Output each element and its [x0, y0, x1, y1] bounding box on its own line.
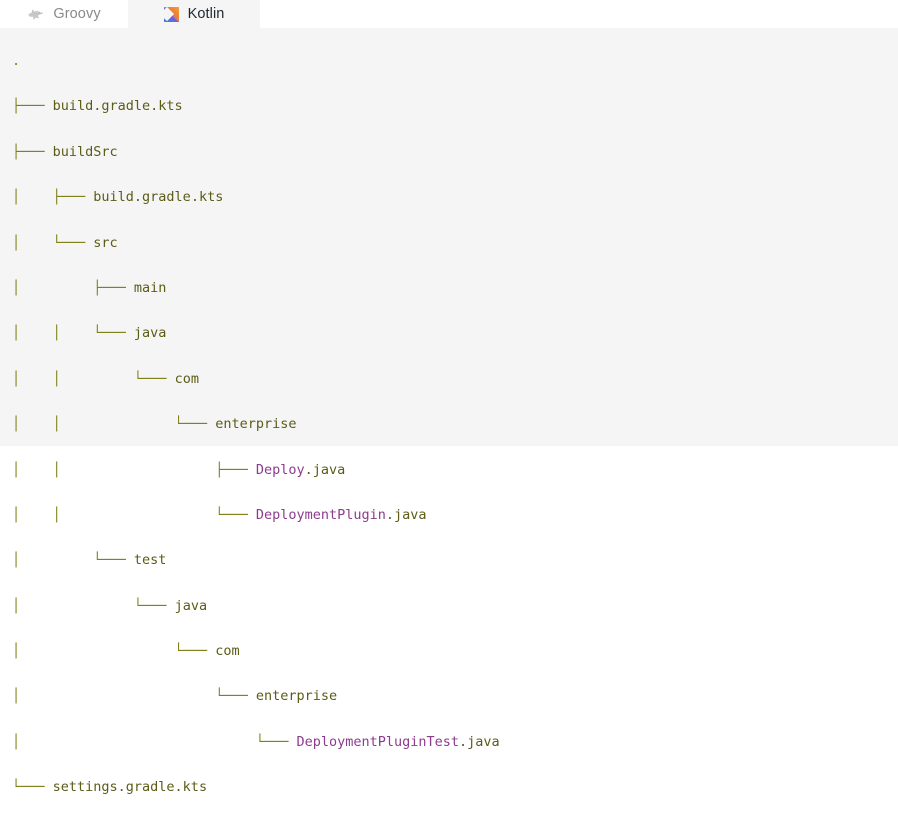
tree-branch-glyph: │ │ ├───	[12, 461, 256, 478]
tree-row[interactable]: │ └─── com	[12, 640, 898, 663]
tree-row[interactable]: │ │ ├─── Deploy.java	[12, 459, 898, 482]
tree-file-extension: .java	[459, 733, 500, 750]
project-tree: . ├─── build.gradle.kts ├─── buildSrc │ …	[12, 50, 898, 822]
tree-row[interactable]: │ │ └─── java	[12, 322, 898, 345]
tree-file-name: build.gradle.kts	[52, 98, 183, 115]
tree-branch-glyph: │ ├───	[12, 279, 134, 296]
tree-file-extension: .java	[385, 506, 427, 523]
kotlin-icon	[163, 6, 179, 22]
tree-branch-glyph: │ └───	[12, 597, 175, 614]
tree-source-file-name: Deploy	[255, 461, 305, 478]
tree-directory-name: main	[133, 279, 167, 296]
tree-row[interactable]: │ ├─── build.gradle.kts	[12, 186, 898, 209]
tree-directory-name: com	[215, 643, 240, 660]
tree-root-dot: .	[12, 53, 21, 69]
tree-root[interactable]: .	[12, 50, 898, 73]
tree-directory-name: com	[174, 370, 199, 387]
tab-groovy-label: Groovy	[53, 5, 101, 22]
tree-branch-glyph: ├───	[12, 143, 53, 160]
tab-bar: Groovy Kotlin	[0, 0, 898, 28]
tree-branch-glyph: │ └───	[12, 733, 297, 750]
tree-row[interactable]: │ └─── java	[12, 595, 898, 618]
tree-directory-name: src	[93, 234, 118, 251]
tree-directory-name: test	[133, 552, 167, 569]
tree-row[interactable]: │ └─── src	[12, 232, 898, 255]
tab-kotlin[interactable]: Kotlin	[128, 0, 260, 28]
tree-row[interactable]: ├─── build.gradle.kts	[12, 95, 898, 118]
tree-row[interactable]: └─── settings.gradle.kts	[12, 776, 898, 799]
tree-branch-glyph: │ │ └───	[12, 416, 216, 433]
tree-branch-glyph: │ │ └───	[12, 370, 175, 387]
tab-kotlin-label: Kotlin	[187, 5, 225, 22]
tree-source-file-name: DeploymentPlugin	[255, 506, 386, 523]
tree-branch-glyph: │ └───	[12, 643, 216, 660]
tree-file-name: settings.gradle.kts	[52, 779, 208, 796]
tree-row[interactable]: │ ├─── main	[12, 277, 898, 300]
tree-branch-glyph: └───	[12, 779, 53, 796]
tree-branch-glyph: ├───	[12, 98, 53, 115]
tree-branch-glyph: │ │ └───	[12, 325, 134, 342]
tree-directory-name: enterprise	[215, 416, 297, 433]
tree-directory-name: buildSrc	[52, 143, 118, 160]
tree-pane: . ├─── build.gradle.kts ├─── buildSrc │ …	[0, 28, 898, 795]
tree-file-extension: .java	[304, 461, 346, 478]
tree-directory-name: java	[133, 325, 167, 342]
groovy-icon	[27, 7, 44, 22]
tree-branch-glyph: │ └───	[12, 552, 134, 569]
tree-row[interactable]: │ │ └─── DeploymentPlugin.java	[12, 504, 898, 527]
tree-directory-name: java	[174, 597, 208, 614]
tree-file-name: build.gradle.kts	[93, 189, 224, 206]
tree-branch-glyph: │ │ └───	[12, 506, 256, 523]
tree-directory-name: enterprise	[255, 688, 338, 705]
tree-row[interactable]: │ │ └─── com	[12, 368, 898, 391]
tree-row[interactable]: │ └─── DeploymentPluginTest.java	[12, 731, 898, 754]
tree-row[interactable]: │ │ └─── enterprise	[12, 413, 898, 436]
tab-groovy[interactable]: Groovy	[0, 0, 128, 28]
tree-branch-glyph: │ └───	[12, 234, 94, 251]
tree-branch-glyph: │ └───	[12, 688, 256, 705]
tree-row[interactable]: │ └─── test	[12, 549, 898, 572]
tree-row[interactable]: ├─── buildSrc	[12, 141, 898, 164]
tree-row[interactable]: │ └─── enterprise	[12, 685, 898, 708]
tree-branch-glyph: │ ├───	[12, 189, 94, 206]
tree-source-file-name: DeploymentPluginTest	[296, 733, 460, 750]
